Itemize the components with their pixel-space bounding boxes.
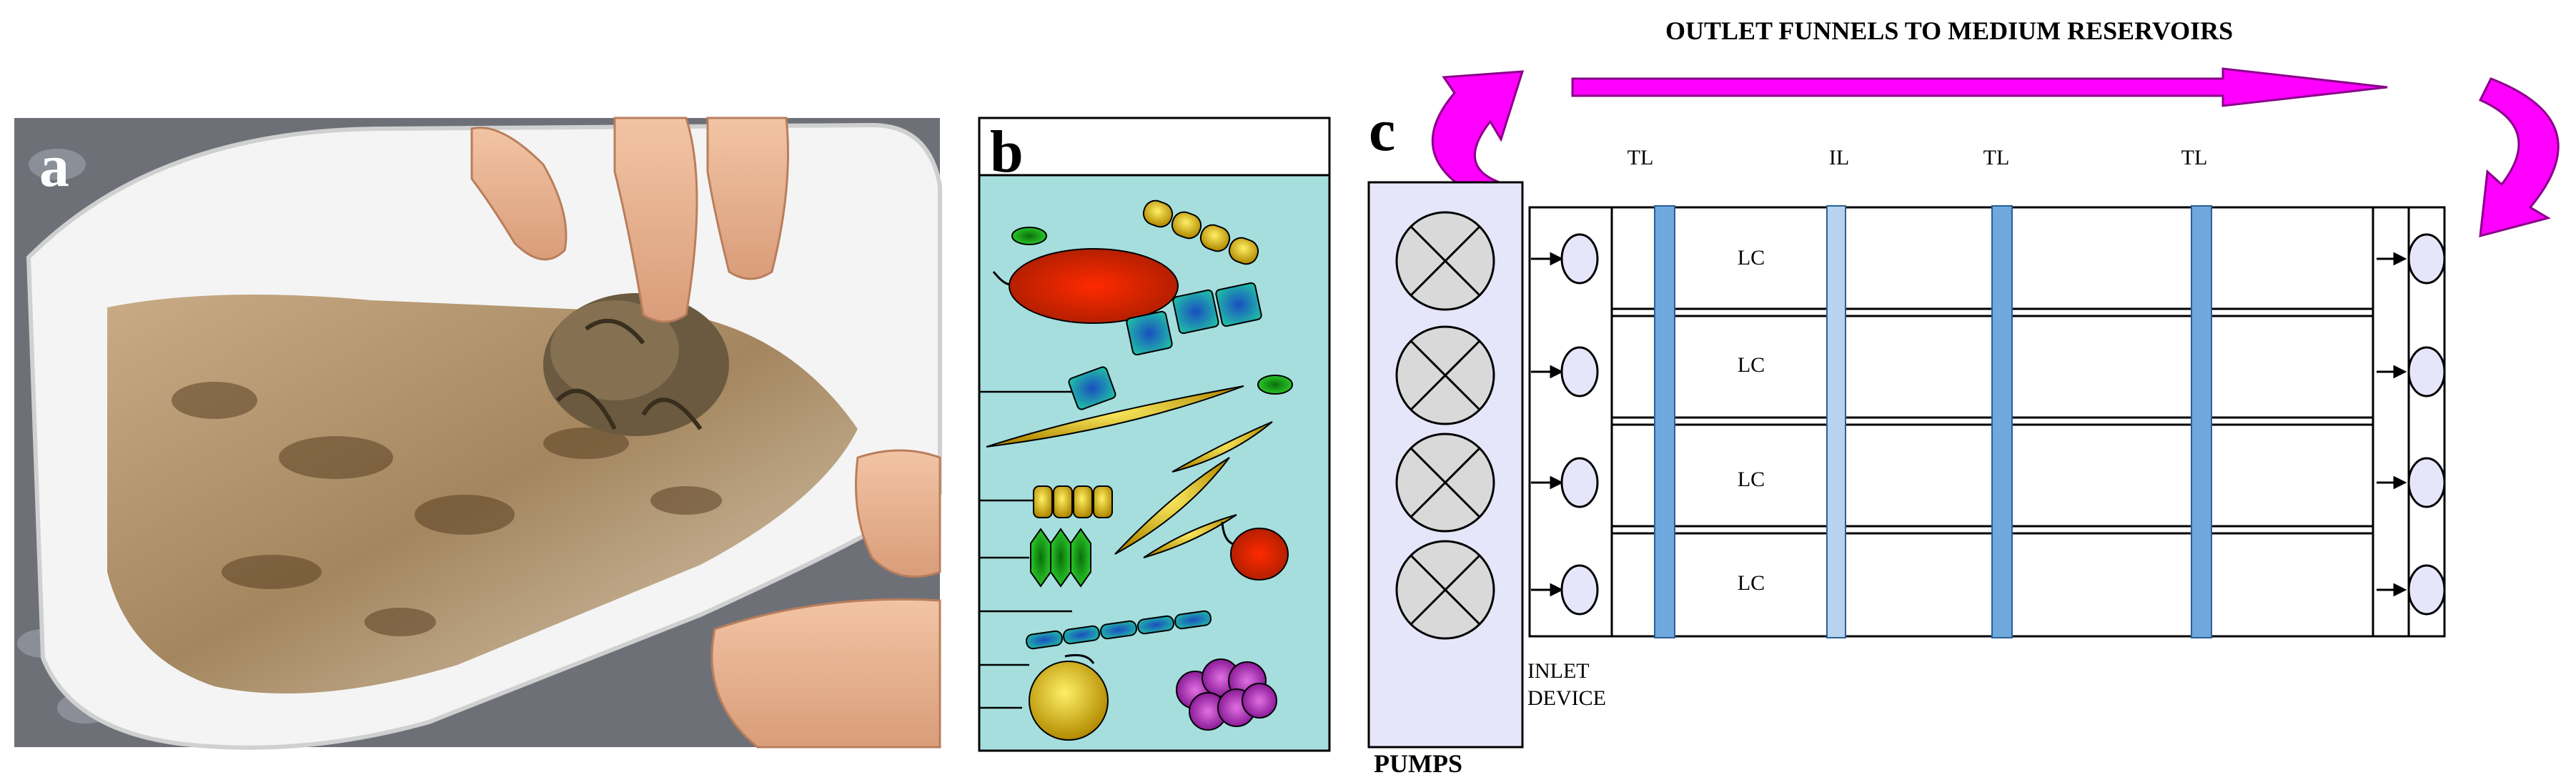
panel-letter-c: c	[1369, 97, 1395, 164]
diatom-right	[1171, 421, 1273, 473]
pump-valve-3	[1395, 433, 1495, 533]
outlet-port-4	[2377, 564, 2446, 616]
inlet-port-4	[1531, 564, 1599, 616]
diatom-lower	[1143, 514, 1237, 558]
outlet-header: OUTLET FUNNELS TO MEDIUM RESERVOIRS	[1665, 16, 2233, 45]
purple-cluster	[1176, 658, 1277, 731]
left-curved-arrow	[1431, 70, 1525, 209]
outlet-port-1	[2377, 233, 2446, 285]
light-lane-tl-1	[1654, 205, 1675, 638]
panel-a: a	[14, 117, 942, 750]
inlet-port-3	[1531, 457, 1599, 508]
red-cell-large	[1009, 248, 1179, 324]
light-lane-il	[1826, 205, 1846, 638]
panel-letter-a: a	[39, 133, 69, 199]
channel-label-3: LC	[1738, 468, 1765, 491]
pump-valve-4	[1395, 540, 1495, 640]
diatom-middle	[1114, 457, 1230, 555]
column-label-4: TL	[2181, 146, 2208, 169]
panel-b: b	[978, 117, 1331, 752]
pump-valves	[1395, 211, 1495, 640]
top-arrow	[1571, 67, 2388, 107]
column-label-1: TL	[1628, 146, 1654, 169]
moss-clump	[543, 293, 729, 436]
outlet-port-2	[2377, 346, 2446, 398]
pump-valve-1	[1395, 211, 1495, 311]
red-cell-round	[1230, 528, 1289, 581]
yellow-chain-row	[1033, 485, 1113, 518]
inlet-label-line1: INLET	[1527, 659, 1590, 683]
inlet-ports	[1531, 233, 1599, 616]
outlet-ports	[2377, 233, 2446, 616]
column-label-2: IL	[1829, 146, 1849, 169]
hand	[470, 117, 941, 749]
inlet-label-line2: DEVICE	[1527, 686, 1606, 710]
channel-label-4: LC	[1738, 571, 1765, 595]
green-cell-1	[1011, 227, 1047, 245]
light-lane-tl-3	[2191, 205, 2212, 638]
channel-label-2: LC	[1738, 353, 1765, 377]
inlet-port-2	[1531, 346, 1599, 398]
diatom-long	[986, 385, 1244, 448]
organism-pointer-lines	[979, 390, 1072, 709]
green-hex-colony	[1030, 528, 1091, 588]
teal-filament	[1026, 610, 1212, 650]
teal-square-colony	[1068, 282, 1262, 410]
panel-c: c OUTLET FUNNELS TO MEDIUM RESERVOIRS TL…	[1367, 16, 2560, 778]
channel-device	[1528, 206, 2446, 638]
channel-label-1: LC	[1738, 246, 1765, 270]
green-cell-2	[1257, 375, 1293, 395]
column-label-3: TL	[1983, 146, 2010, 169]
yellow-sphere-flagellum	[1064, 653, 1095, 664]
right-curved-arrow	[2478, 77, 2560, 238]
panel-letter-b: b	[990, 119, 1024, 185]
light-lane-tl-2	[1991, 205, 2013, 638]
pumps-label: PUMPS	[1374, 749, 1462, 778]
outlet-port-3	[2377, 457, 2446, 508]
yellow-sphere	[1029, 661, 1109, 741]
pump-valve-2	[1395, 325, 1495, 425]
yellow-cylinder-chain	[1142, 199, 1259, 265]
sediment-spots	[172, 382, 722, 636]
inlet-port-1	[1531, 233, 1599, 285]
